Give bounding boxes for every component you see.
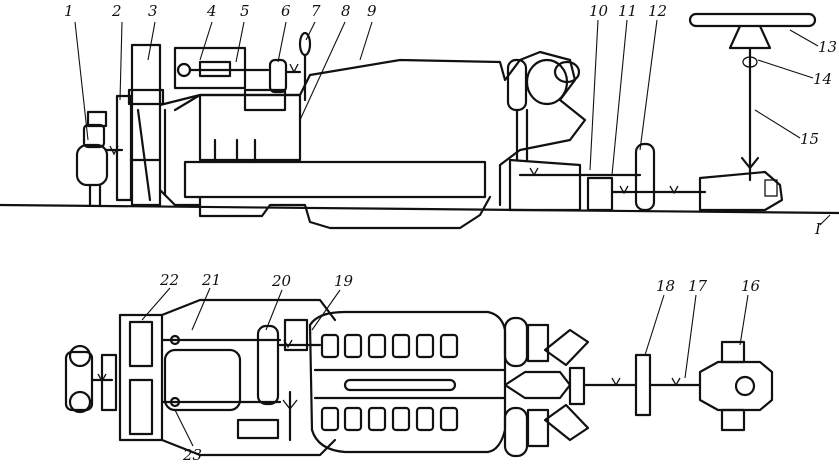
plan-view [64,298,774,458]
engine-block [158,50,587,230]
callout-13: 13 [818,38,837,56]
baseline [0,203,839,215]
callout-23: 23 [182,446,202,464]
front-accessory-unit [75,110,124,208]
callout-9: 9 [367,2,377,20]
callout-15: 15 [800,130,819,148]
callout-6: 6 [281,2,291,20]
callout-7: 7 [311,2,321,20]
upper-cylinder-bank [320,333,459,359]
plan-gearbox-drive [634,340,774,432]
turbocharger [506,58,581,162]
callout-11: 11 [618,2,637,20]
plan-radiator-block [118,298,337,457]
callout-14: 14 [813,70,832,88]
callout-8: 8 [341,2,351,20]
callout-22: 22 [159,271,179,289]
callout-3: 3 [148,2,158,20]
callout-21: 21 [201,271,221,289]
callout-1: 1 [64,2,74,20]
callout-20: 20 [271,272,292,290]
plan-rear-coupling [503,366,638,406]
callout-2: 2 [111,2,122,20]
callout-18: 18 [656,277,675,295]
callout-4: 4 [206,2,217,20]
callout-5: 5 [240,2,250,20]
axis-label: I [814,220,822,238]
plan-engine-block [308,310,507,454]
callout-16: 16 [741,277,761,295]
radiator-fan-column [115,43,165,207]
side-view [0,12,839,230]
lower-cylinder-bank [320,406,459,432]
steering-column [688,12,817,182]
leader-lines [74,19,831,447]
callout-19: 19 [334,272,354,290]
callout-labels: 1 2 3 4 5 6 7 8 9 10 11 12 13 14 15 16 1… [64,2,837,464]
callout-10: 10 [589,2,609,20]
callout-17: 17 [688,277,708,295]
output-shaft-assembly [508,142,707,212]
plan-front-accessory [64,344,118,414]
upper-auxiliary-drives [173,31,312,112]
callout-12: 12 [648,2,667,20]
plan-turbochargers [503,316,590,458]
gearbox [698,170,784,212]
